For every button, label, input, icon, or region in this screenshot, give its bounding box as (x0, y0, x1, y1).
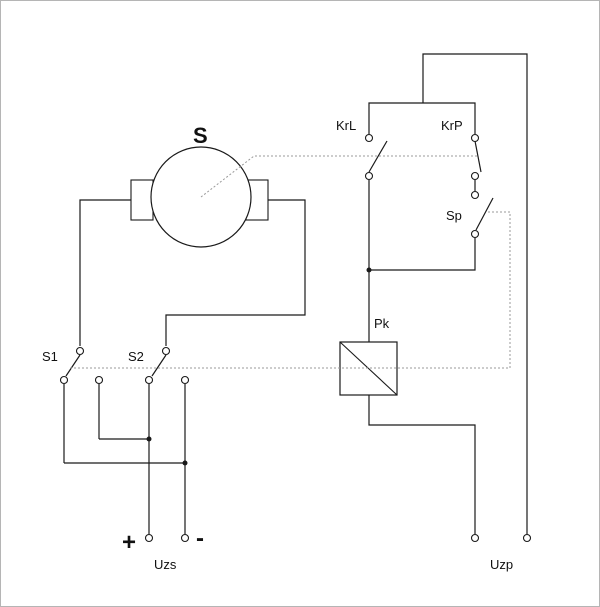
uzs-plus-terminal (144, 533, 154, 543)
junction-plus (146, 436, 152, 442)
sp-bottom-terminal (470, 229, 480, 239)
sp-label: Sp (446, 208, 462, 223)
s2-terminal-left (144, 375, 154, 385)
limit-switch-krp: KrP (441, 118, 482, 181)
junction-relay-feed (366, 267, 372, 273)
limit-switch-krl: KrL (336, 118, 388, 181)
s2-label: S2 (128, 349, 144, 364)
s2-contact-arm (151, 354, 167, 377)
krl-contact-arm (368, 140, 388, 173)
krp-label: KrP (441, 118, 463, 133)
motor-s: S (130, 123, 269, 248)
krl-label: KrL (336, 118, 356, 133)
wire-top-loop (368, 102, 476, 134)
krl-top-terminal (364, 133, 374, 143)
uzp-label: Uzp (490, 557, 513, 572)
sp-contact-arm (475, 197, 494, 231)
uzs-minus-sign: - (196, 525, 204, 552)
wire-sp-to-junction (369, 238, 476, 271)
pk-label: Pk (374, 316, 390, 331)
wire-uzp-feed (422, 53, 528, 534)
wire-relay-to-uzp (368, 395, 476, 534)
sp-top-terminal (470, 190, 480, 200)
uzs-plus-sign: + (122, 529, 136, 556)
krp-bottom-terminal (470, 171, 480, 181)
wire-motor-left-to-s1 (79, 199, 131, 346)
motor-brush-left (130, 179, 154, 221)
junction-minus (182, 460, 188, 466)
switch-s2: S2 (128, 346, 190, 385)
s1-label: S1 (42, 349, 58, 364)
krp-contact-arm (474, 140, 482, 173)
s1-pivot-terminal (75, 346, 85, 356)
s2-pivot-terminal (161, 346, 171, 356)
supply-uzs: + - Uzs (122, 525, 204, 572)
wire-motor-right-to-s2 (165, 199, 306, 346)
s1-contact-arm (65, 354, 81, 377)
s2-terminal-right (180, 375, 190, 385)
relay-coil-diagonal (339, 341, 398, 396)
switch-s1: S1 (42, 346, 104, 385)
krp-top-terminal (470, 133, 480, 143)
uzs-minus-terminal (180, 533, 190, 543)
uzp-terminal-left (470, 533, 480, 543)
mechanical-link-s1-s2-relay-sp (70, 211, 511, 369)
s1-terminal-right (94, 375, 104, 385)
krl-bottom-terminal (364, 171, 374, 181)
supply-uzp: Uzp (470, 533, 532, 572)
uzs-label: Uzs (154, 557, 177, 572)
uzp-terminal-right (522, 533, 532, 543)
s1-terminal-left (59, 375, 69, 385)
motor-label: S (193, 123, 208, 148)
switch-sp: Sp (446, 180, 494, 239)
